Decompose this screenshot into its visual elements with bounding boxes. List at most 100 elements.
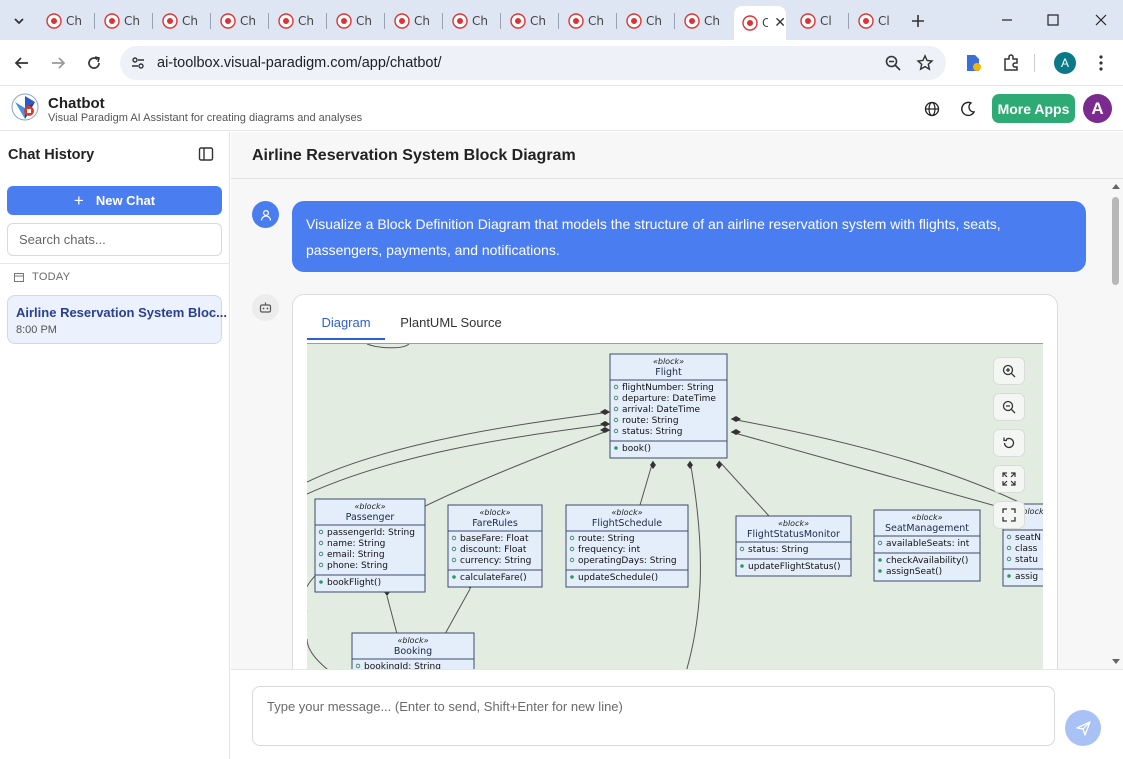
minimize-button[interactable]	[994, 8, 1020, 32]
diagram-blocks: «block»FlightflightNumber: Stringdepartu…	[315, 354, 1043, 669]
close-window-button[interactable]	[1088, 8, 1114, 32]
browser-menu-button[interactable]	[1090, 52, 1112, 74]
chat-title: Airline Reservation System Block Diagram	[252, 147, 576, 165]
calendar-icon	[14, 272, 24, 282]
send-button[interactable]	[1065, 710, 1101, 746]
browser-tab[interactable]: Cl	[792, 8, 844, 34]
extensions-button[interactable]	[1000, 52, 1022, 74]
scroll-up-arrow-icon	[1111, 182, 1121, 190]
block-stereotype: «block»	[911, 513, 942, 522]
tab-title: Ch	[356, 14, 374, 28]
block-flightstatusmonitor[interactable]: «block»FlightStatusMonitorstatus: String…	[736, 516, 851, 576]
reload-button[interactable]	[82, 51, 106, 75]
browser-tab[interactable]: Ch	[386, 8, 438, 34]
browser-tab-active[interactable]: Cl✕	[734, 6, 786, 40]
back-button[interactable]	[10, 51, 34, 75]
block-attribute: class	[1015, 544, 1038, 554]
language-button[interactable]	[922, 99, 942, 119]
block-name: FareRules	[472, 518, 518, 529]
browser-tab[interactable]: Cl	[850, 8, 902, 34]
new-chat-button[interactable]: + New Chat	[7, 186, 222, 215]
tab-title: Ch	[530, 14, 548, 28]
zoom-in-button[interactable]	[993, 357, 1025, 385]
extension-doc-button[interactable]	[962, 52, 984, 74]
block-farerules[interactable]: «block»FareRulesbaseFare: Floatdiscount:…	[448, 505, 542, 587]
browser-tab[interactable]: Ch	[212, 8, 264, 34]
browser-tab[interactable]: Ch	[560, 8, 612, 34]
tab-diagram[interactable]: Diagram	[307, 309, 385, 340]
browser-tab[interactable]: Ch	[676, 8, 728, 34]
chatbot-favicon-icon	[858, 13, 874, 29]
fullscreen-button[interactable]	[993, 501, 1025, 529]
operation-visibility-marker	[878, 569, 882, 573]
block-diagram-canvas[interactable]: «block»FlightflightNumber: Stringdepartu…	[307, 343, 1043, 669]
url-text: ai-toolbox.visual-paradigm.com/app/chatb…	[157, 55, 442, 71]
block-attribute: bookingId: String	[364, 662, 441, 669]
user-message-avatar	[252, 201, 279, 228]
block-attribute: baseFare: Float	[460, 534, 529, 544]
zoom-out-button[interactable]	[993, 393, 1025, 421]
sidebar-collapse-icon[interactable]	[198, 146, 214, 162]
block-name: Booking	[394, 646, 432, 657]
tab-separator	[268, 13, 269, 29]
operation-visibility-marker	[319, 580, 323, 584]
browser-tab[interactable]: Ch	[270, 8, 322, 34]
bot-message-avatar	[252, 294, 279, 321]
search-chats-input[interactable]	[7, 223, 222, 256]
zoom-out-icon	[1002, 400, 1016, 414]
close-tab-icon[interactable]: ✕	[774, 15, 786, 31]
sidebar-divider	[0, 263, 230, 264]
user-avatar[interactable]: A	[1083, 94, 1112, 123]
tab-search-button[interactable]	[6, 8, 32, 34]
block-attribute: email: String	[327, 550, 385, 560]
chat-scrollbar-thumb[interactable]	[1112, 197, 1119, 285]
block-flightschedule[interactable]: «block»FlightScheduleroute: Stringfreque…	[566, 505, 688, 587]
document-extension-icon	[964, 54, 982, 72]
new-tab-button[interactable]	[906, 9, 930, 33]
block-booking[interactable]: «block»BookingbookingId: String	[352, 633, 474, 669]
block-seatmanagement[interactable]: «block»SeatManagementavailableSeats: int…	[874, 510, 980, 581]
chat-history-item[interactable]: Airline Reservation System Bloc... 8:00 …	[7, 295, 222, 344]
block-attribute: seatN	[1015, 533, 1041, 543]
theme-toggle-button[interactable]	[958, 99, 978, 119]
block-passenger[interactable]: «block»PassengerpassengerId: Stringname:…	[315, 499, 425, 592]
block-operation: calculateFare()	[460, 573, 527, 583]
block-flight[interactable]: «block»FlightflightNumber: Stringdepartu…	[610, 354, 727, 458]
chat-item-title: Airline Reservation System Bloc...	[16, 305, 227, 320]
browser-tab[interactable]: Ch	[38, 8, 90, 34]
browser-tab[interactable]: Ch	[502, 8, 554, 34]
address-bar[interactable]: ai-toolbox.visual-paradigm.com/app/chatb…	[120, 46, 946, 80]
block-attribute: arrival: DateTime	[622, 405, 700, 415]
operation-visibility-marker	[452, 575, 456, 579]
message-input[interactable]	[252, 686, 1055, 746]
zoom-icon	[884, 54, 902, 72]
browser-tab[interactable]: Ch	[154, 8, 206, 34]
tab-plantuml-source[interactable]: PlantUML Source	[397, 309, 505, 340]
reset-zoom-button[interactable]	[993, 429, 1025, 457]
browser-tab[interactable]: Ch	[328, 8, 380, 34]
chevron-down-icon	[13, 15, 25, 27]
block-name: SeatManagement	[885, 523, 969, 534]
block-name: FlightStatusMonitor	[747, 529, 840, 540]
group-label: TODAY	[32, 271, 70, 283]
tab-title: Ch	[588, 14, 606, 28]
fit-to-screen-button[interactable]	[993, 465, 1025, 493]
chatbot-favicon-icon	[510, 13, 526, 29]
tab-separator	[616, 13, 617, 29]
diagram-response-card: Diagram PlantUML Source	[292, 294, 1058, 669]
tab-title: Ch	[182, 14, 200, 28]
browser-tab[interactable]: Ch	[618, 8, 670, 34]
more-apps-button[interactable]: More Apps	[992, 94, 1075, 123]
browser-tab[interactable]: Ch	[96, 8, 148, 34]
block-operation: checkAvailability()	[886, 556, 968, 566]
tab-title: Ch	[298, 14, 316, 28]
maximize-button[interactable]	[1040, 8, 1066, 32]
block-stereotype: «block»	[778, 519, 809, 528]
block-operation: updateSchedule()	[578, 573, 658, 583]
browser-profile-avatar[interactable]: A	[1054, 52, 1076, 74]
block-attribute: name: String	[327, 539, 385, 549]
block-stereotype: «block»	[354, 502, 385, 511]
tab-title: Ch	[646, 14, 664, 28]
browser-tab[interactable]: Ch	[444, 8, 496, 34]
forward-button[interactable]	[46, 51, 70, 75]
